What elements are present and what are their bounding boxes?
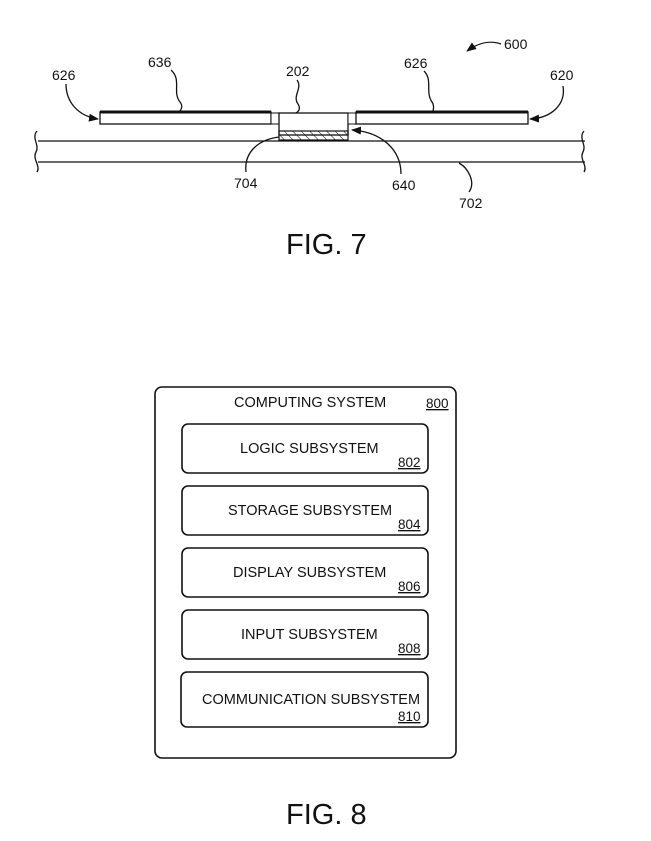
label-626-left: 626 [52, 67, 76, 83]
subsystem-ref: 804 [398, 517, 421, 532]
subsystem-storage: STORAGE SUBSYSTEM 804 [181, 485, 429, 536]
subsystem-label: LOGIC SUBSYSTEM [240, 441, 379, 457]
label-704: 704 [234, 175, 258, 191]
right-panel-620 [347, 110, 529, 125]
leader-202 [295, 79, 301, 114]
fig8-caption: FIG. 8 [286, 799, 367, 831]
subsystem-ref: 802 [398, 455, 421, 470]
subsystem-label: INPUT SUBSYSTEM [241, 627, 378, 643]
adhesive-layer-704 [278, 130, 349, 141]
subsystem-display: DISPLAY SUBSYSTEM 806 [181, 547, 429, 598]
figure-8: COMPUTING SYSTEM 800 LOGIC SUBSYSTEM 802… [154, 386, 457, 831]
break-mark-left [34, 130, 39, 173]
computing-system-title: COMPUTING SYSTEM [234, 395, 386, 411]
subsystem-label: COMMUNICATION SUBSYSTEM [202, 692, 420, 708]
label-636: 636 [148, 54, 172, 70]
leader-626-right [423, 70, 435, 113]
leader-636 [170, 69, 183, 113]
fig7-caption: FIG. 7 [286, 229, 367, 261]
leader-702 [458, 162, 473, 193]
subsystem-logic: LOGIC SUBSYSTEM 802 [181, 423, 429, 474]
substrate-702 [34, 130, 586, 173]
subsystem-ref: 808 [398, 641, 421, 656]
label-600: 600 [504, 36, 528, 52]
subsystem-ref: 806 [398, 579, 421, 594]
subsystem-input: INPUT SUBSYSTEM 808 [181, 609, 429, 660]
arrow-620 [529, 85, 564, 123]
label-202: 202 [286, 63, 310, 79]
label-640: 640 [392, 177, 416, 193]
arrow-600 [466, 41, 502, 52]
leader-704 [245, 136, 280, 173]
break-mark-right [581, 130, 586, 173]
label-620: 620 [550, 67, 574, 83]
subsystem-communication: COMMUNICATION SUBSYSTEM 810 [180, 671, 429, 728]
subsystem-label: STORAGE SUBSYSTEM [228, 503, 392, 519]
subsystem-label: DISPLAY SUBSYSTEM [233, 565, 386, 581]
arrow-640 [351, 126, 402, 175]
label-626-right: 626 [404, 55, 428, 71]
computing-system-ref: 800 [426, 396, 449, 411]
figure-7: 626 636 202 626 620 600 704 640 702 FIG.… [34, 36, 586, 261]
left-panel-626 [99, 110, 280, 125]
label-702: 702 [459, 195, 483, 211]
subsystem-ref: 810 [398, 709, 421, 724]
arrow-626-left [65, 83, 99, 122]
center-component-202 [278, 112, 349, 141]
